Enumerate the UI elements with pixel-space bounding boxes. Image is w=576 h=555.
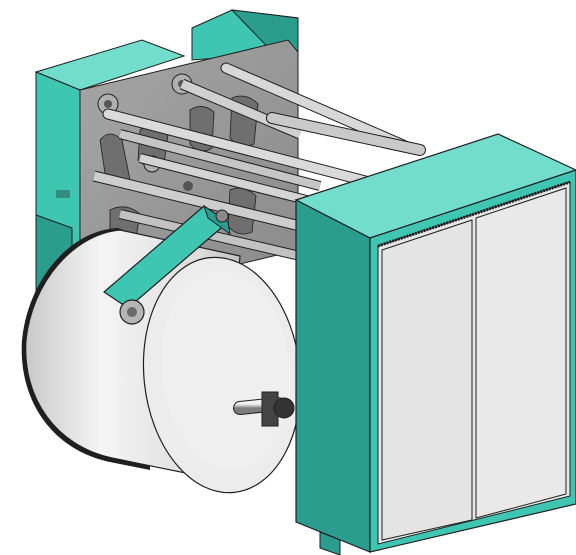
cabinet-door-right[interactable]	[475, 187, 567, 519]
paper-roll	[21, 228, 302, 494]
pressure-arm	[103, 204, 231, 325]
control-cabinet	[294, 133, 576, 555]
roll-core-shaft	[233, 391, 295, 427]
cabinet-door-left[interactable]	[381, 219, 473, 541]
